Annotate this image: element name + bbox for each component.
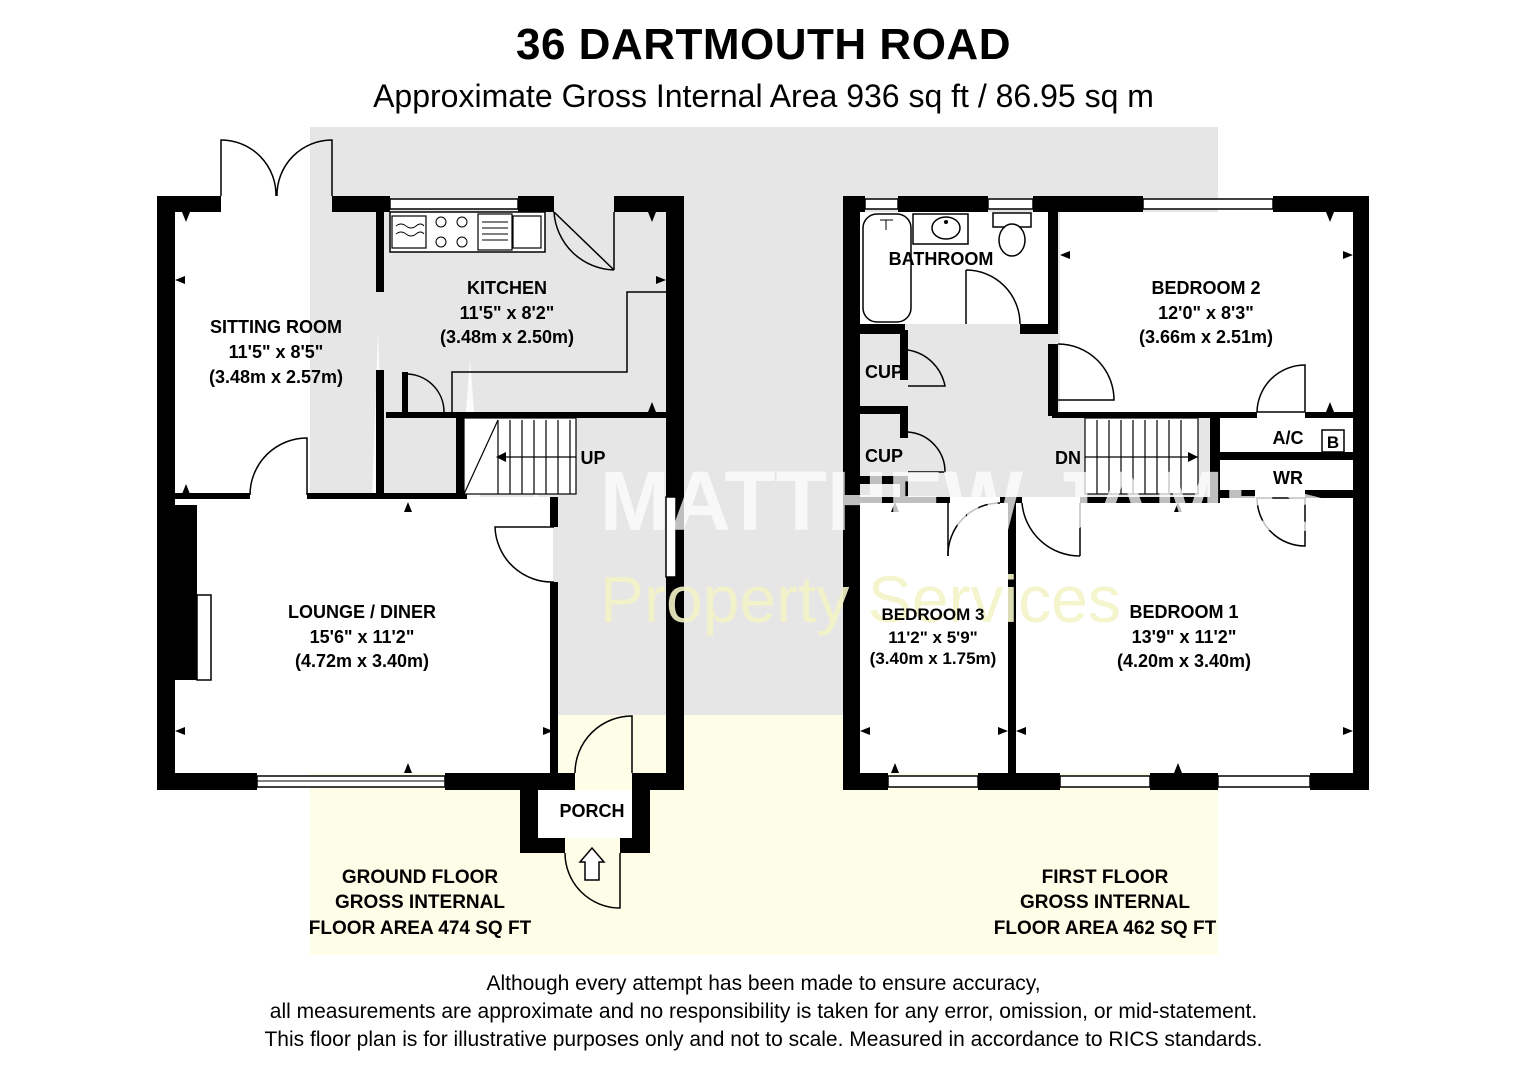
porch-name: PORCH [559, 801, 624, 821]
bedroom1-imperial: 13'9" x 11'2" [1132, 627, 1237, 647]
bedroom2-metric: (3.66m x 2.51m) [1139, 327, 1273, 347]
lounge-imperial: 15'6" x 11'2" [310, 627, 415, 647]
wardrobe-label: WR [1273, 468, 1303, 488]
ground-floor-footer-2: GROSS INTERNAL [335, 892, 505, 913]
bathroom-name: BATHROOM [889, 249, 994, 269]
watermark-line2: Property Services [600, 562, 1121, 636]
sitting-room-imperial: 11'5" x 8'5" [229, 342, 324, 362]
disclaimer-line-2: all measurements are approximate and no … [269, 1000, 1258, 1023]
disclaimer: Although every attempt has been made to … [0, 970, 1527, 1054]
disclaimer-line-1: Although every attempt has been made to … [486, 972, 1041, 995]
bedroom1-name: BEDROOM 1 [1129, 602, 1238, 622]
bedroom3-metric: (3.40m x 1.75m) [870, 649, 997, 668]
cupboard-label-1: CUP [865, 362, 903, 382]
lounge-name: LOUNGE / DINER [288, 602, 436, 622]
ground-floor-footer-3: FLOOR AREA 474 SQ FT [309, 918, 532, 939]
bedroom2-name: BEDROOM 2 [1151, 278, 1260, 298]
plan-subtitle: Approximate Gross Internal Area 936 sq f… [373, 78, 1154, 114]
kitchen-name: KITCHEN [467, 278, 547, 298]
first-floor-footer-3: FLOOR AREA 462 SQ FT [994, 918, 1217, 939]
sitting-room-metric: (3.48m x 2.57m) [209, 367, 343, 387]
plan-title: 36 DARTMOUTH ROAD [516, 20, 1011, 69]
stairs-up-label: UP [580, 448, 605, 468]
cupboard-label-2: CUP [865, 446, 903, 466]
ground-floor-footer-1: GROUND FLOOR [342, 867, 498, 888]
watermark-line1: MATTHEW JAMES [600, 454, 1336, 548]
first-floor-footer-2: GROSS INTERNAL [1020, 892, 1190, 913]
bedroom3-imperial: 11'2" x 5'9" [888, 628, 977, 647]
kitchen-metric: (3.48m x 2.50m) [440, 327, 574, 347]
first-floor-plan [843, 196, 1369, 790]
airing-cupboard-label: A/C [1273, 428, 1304, 448]
first-floor-footer-1: FIRST FLOOR [1042, 867, 1169, 888]
bedroom1-metric: (4.20m x 3.40m) [1117, 651, 1251, 671]
ground-floor-plan [157, 139, 684, 909]
kitchen-imperial: 11'5" x 8'2" [460, 303, 555, 323]
bedroom2-imperial: 12'0" x 8'3" [1158, 303, 1254, 323]
disclaimer-line-3: This floor plan is for illustrative purp… [264, 1028, 1263, 1051]
stairs-down-label: DN [1055, 448, 1081, 468]
sitting-room-name: SITTING ROOM [210, 317, 342, 337]
bedroom3-name: BEDROOM 3 [882, 605, 985, 624]
boiler-label: B [1327, 433, 1339, 452]
lounge-metric: (4.72m x 3.40m) [295, 651, 429, 671]
